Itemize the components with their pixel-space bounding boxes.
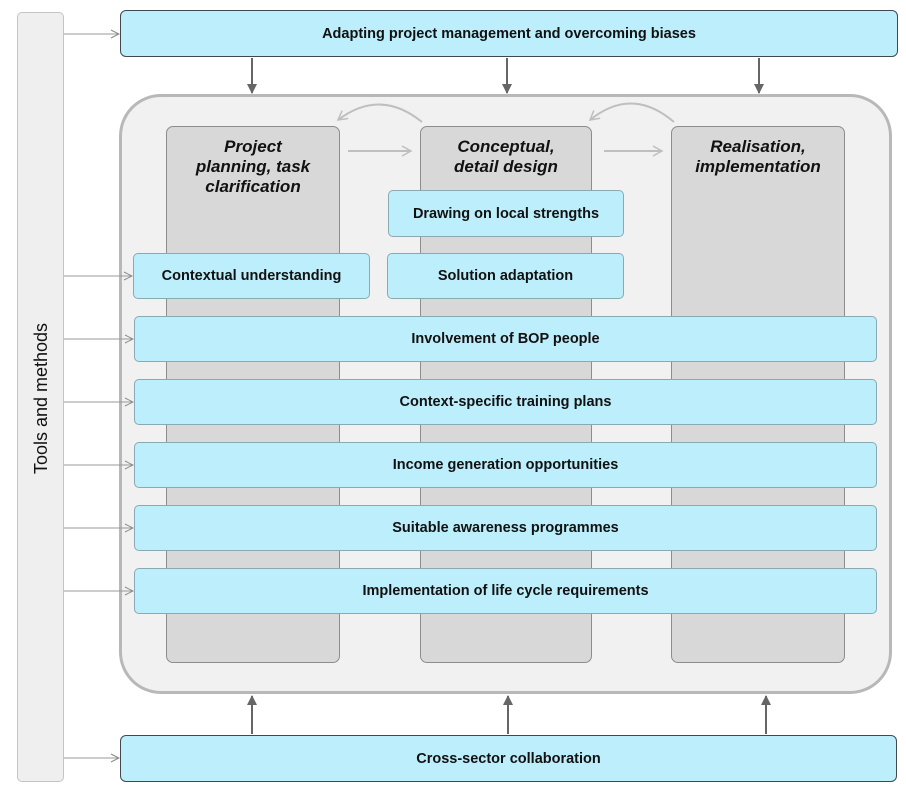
- top-box-adapting-project-management: Adapting project management and overcomi…: [120, 10, 898, 57]
- box-label: Implementation of life cycle requirement…: [362, 583, 649, 599]
- box-drawing-on-local-strengths: Drawing on local strengths: [388, 190, 624, 237]
- phase-title-planning: Project planning, task clarification: [195, 137, 311, 196]
- box-label: Solution adaptation: [437, 268, 574, 284]
- box-label: Income generation opportunities: [392, 457, 619, 473]
- box-contextual-understanding: Contextual understanding: [133, 253, 370, 299]
- top-box-label: Adapting project management and overcomi…: [322, 25, 696, 42]
- box-involvement-of-bop-people: Involvement of BOP people: [134, 316, 877, 362]
- phase-title-realisation: Realisation, implementation: [695, 137, 821, 176]
- tools-and-methods-bar: Tools and methods: [17, 12, 64, 782]
- box-context-specific-training-plans: Context-specific training plans: [134, 379, 877, 425]
- box-label: Involvement of BOP people: [411, 331, 600, 347]
- phase-title-design: Conceptual, detail design: [454, 137, 558, 176]
- box-label: Drawing on local strengths: [412, 205, 600, 222]
- bottom-box-label: Cross-sector collaboration: [416, 750, 601, 767]
- box-label: Contextual understanding: [161, 268, 342, 284]
- bottom-box-cross-sector-collaboration: Cross-sector collaboration: [120, 735, 897, 782]
- box-label: Suitable awareness programmes: [392, 520, 619, 536]
- box-income-generation-opportunities: Income generation opportunities: [134, 442, 877, 488]
- box-suitable-awareness-programmes: Suitable awareness programmes: [134, 505, 877, 551]
- arrow-realisation-back-to-design: [588, 102, 675, 123]
- arrow-design-back-to-planning: [336, 103, 423, 123]
- box-solution-adaptation: Solution adaptation: [387, 253, 624, 299]
- box-label: Context-specific training plans: [399, 394, 612, 410]
- box-life-cycle-requirements: Implementation of life cycle requirement…: [134, 568, 877, 614]
